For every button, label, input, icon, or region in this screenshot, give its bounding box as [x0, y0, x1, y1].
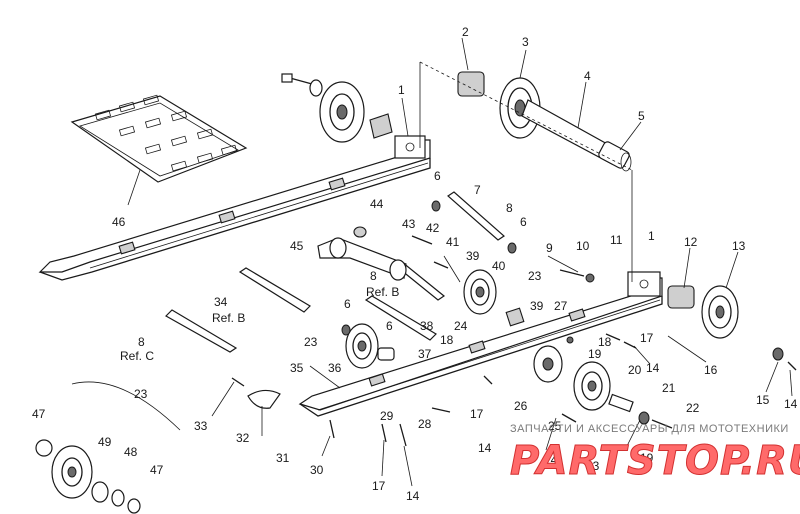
part-label-18: 18 — [598, 335, 612, 349]
part-label-23: 23 — [528, 269, 542, 283]
part-label-36: 36 — [328, 361, 342, 375]
part-label-24: 24 — [454, 319, 468, 333]
part-label-37: 37 — [418, 347, 432, 361]
part-label-39: 39 — [466, 249, 480, 263]
part-label-6: 6 — [434, 169, 441, 183]
part-label-8: 8 — [138, 335, 145, 349]
watermark: ЗАПЧАСТИ И АКСЕССУАРЫ ДЛЯ МОТОТЕХНИКИ PA… — [510, 423, 800, 485]
part-label-40: 40 — [492, 259, 506, 273]
part-label-13: 13 — [732, 239, 746, 253]
part-label-17: 17 — [470, 407, 484, 421]
part-label-48: 48 — [124, 445, 138, 459]
part-label-8: 8 — [506, 201, 513, 215]
part-label-32: 32 — [236, 431, 250, 445]
part-label-10: 10 — [576, 239, 590, 253]
ref-c-label-8: Ref. C — [120, 349, 154, 363]
part-label-39: 39 — [530, 299, 544, 313]
small-hardware — [231, 200, 637, 447]
part-label-6: 6 — [520, 215, 527, 229]
part-label-34: 34 — [214, 295, 228, 309]
track-section — [70, 94, 248, 206]
part-label-35: 35 — [290, 361, 304, 375]
part-label-23: 23 — [304, 335, 318, 349]
part-label-19: 19 — [640, 451, 654, 465]
rear-axle-assembly — [457, 71, 632, 172]
part-label-23: 23 — [134, 387, 148, 401]
part-label-20: 20 — [628, 363, 642, 377]
part-label-6: 6 — [386, 319, 393, 333]
part-label-14: 14 — [478, 441, 492, 455]
part-label-18: 18 — [440, 333, 454, 347]
part-label-27: 27 — [554, 299, 568, 313]
part-label-15: 15 — [756, 393, 770, 407]
rail-upper — [38, 135, 431, 281]
wheel-detail-group — [35, 381, 181, 514]
part-label-4: 4 — [584, 69, 591, 83]
part-label-5: 5 — [638, 109, 645, 123]
rear-idler-wheel-left — [281, 73, 393, 143]
part-label-8: 8 — [370, 269, 377, 283]
rail-lower — [298, 271, 663, 417]
rear-idler-wheel-right — [667, 285, 797, 371]
part-label-42: 42 — [426, 221, 440, 235]
part-label-21: 21 — [662, 381, 676, 395]
part-label-22: 22 — [686, 401, 700, 415]
part-label-17: 17 — [640, 331, 654, 345]
part-label-31: 31 — [276, 451, 290, 465]
part-label-47: 47 — [150, 463, 164, 477]
part-label-23: 23 — [586, 459, 600, 473]
part-label-11: 11 — [610, 233, 623, 247]
part-label-41: 41 — [446, 235, 460, 249]
leader-lines — [211, 37, 793, 487]
part-label-47: 47 — [32, 407, 46, 421]
part-label-14: 14 — [784, 397, 798, 411]
front-idler-wheel-middle — [463, 269, 525, 327]
ref-b-label-34: Ref. B — [212, 311, 245, 325]
part-label-14: 14 — [646, 361, 660, 375]
front-arm — [317, 226, 407, 281]
part-label-46: 46 — [112, 215, 126, 229]
part-label-33: 33 — [194, 419, 208, 433]
ref-b-label-8: Ref. B — [366, 285, 399, 299]
cross-shafts — [165, 191, 505, 353]
part-label-12: 12 — [684, 235, 698, 249]
part-label-25: 25 — [548, 419, 562, 433]
part-label-2: 2 — [462, 25, 469, 39]
part-label-1: 1 — [398, 83, 405, 97]
part-label-7: 7 — [474, 183, 481, 197]
idler-wheel-lower-right — [533, 345, 673, 429]
part-label-49: 49 — [98, 435, 112, 449]
front-idler-wheel-left — [345, 323, 395, 369]
part-label-16: 16 — [704, 363, 718, 377]
part-label-43: 43 — [402, 217, 416, 231]
part-label-9: 9 — [546, 241, 553, 255]
part-label-28: 28 — [418, 417, 432, 431]
part-label-24: 24 — [544, 453, 558, 467]
part-label-44: 44 — [370, 197, 384, 211]
part-label-6: 6 — [344, 297, 351, 311]
part-label-1: 1 — [648, 229, 655, 243]
part-label-38: 38 — [420, 319, 434, 333]
watermark-tagline: ЗАПЧАСТИ И АКСЕССУАРЫ ДЛЯ МОТОТЕХНИКИ — [510, 423, 789, 435]
part-label-3: 3 — [522, 35, 529, 49]
part-label-30: 30 — [310, 463, 324, 477]
part-label-26: 26 — [514, 399, 528, 413]
part-label-19: 19 — [588, 347, 602, 361]
part-label-17: 17 — [372, 479, 386, 493]
part-label-45: 45 — [290, 239, 304, 253]
part-label-29: 29 — [380, 409, 394, 423]
part-label-14: 14 — [406, 489, 420, 503]
part-labels: 1 2 3 4 5 6 7 8 6 9 10 11 1 12 13 44 43 … — [32, 25, 798, 503]
watermark-brand-logo: PARTSTOP.RU — [510, 438, 800, 484]
